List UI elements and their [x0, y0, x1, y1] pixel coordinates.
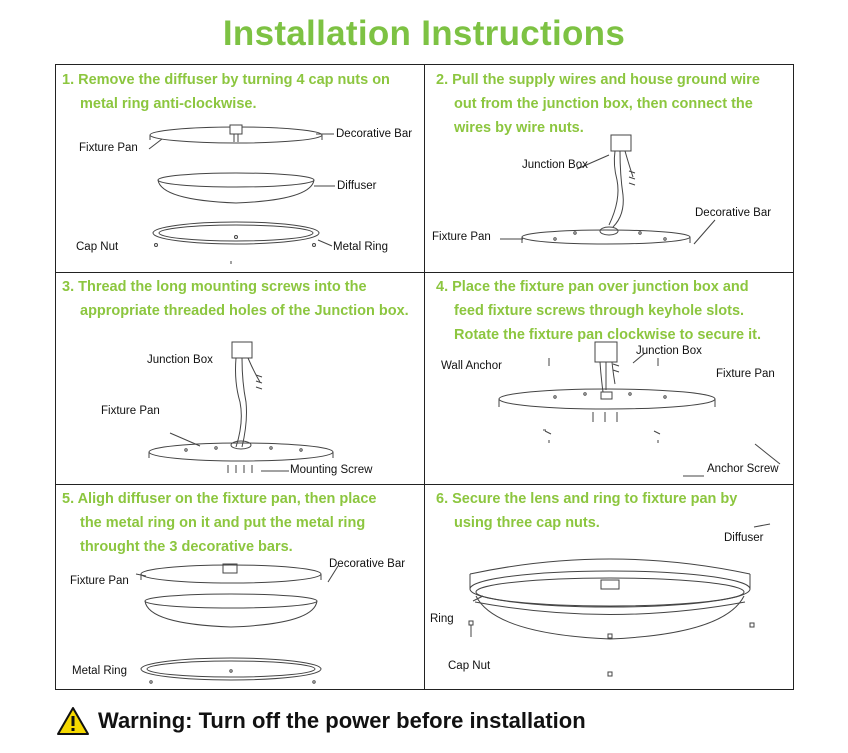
step-4-line-3: Rotate the fixture pan clockwise to secu…	[454, 327, 761, 343]
label-fixture-pan: Fixture Pan	[101, 405, 160, 417]
step-5-line-2: the metal ring on it and put the metal r…	[80, 515, 366, 531]
step-6-diagram	[468, 523, 771, 677]
label-junction-box: Junction Box	[636, 345, 702, 357]
label-fixture-pan: Fixture Pan	[432, 231, 491, 243]
label-junction-box: Junction Box	[147, 354, 213, 366]
label-cap-nut: Cap Nut	[76, 241, 119, 253]
label-cap-nut: Cap Nut	[448, 660, 491, 672]
grid-divider-row-2	[56, 484, 793, 485]
step-5-diagram	[135, 563, 339, 684]
step-4-diagram	[498, 341, 781, 477]
label-fixture-pan: Fixture Pan	[716, 368, 775, 380]
page-title: Installation Instructions	[222, 14, 626, 53]
step-2-diagram	[500, 134, 716, 245]
step-3-line-2: appropriate threaded holes of the Juncti…	[80, 303, 409, 319]
label-mounting-screw: Mounting Screw	[290, 464, 373, 476]
label-ring: Ring	[430, 613, 454, 625]
step-3-text: 3. Thread the long mounting screws into …	[62, 275, 409, 323]
step-6-line-2: using three cap nuts.	[454, 515, 600, 531]
step-6-line-1: 6. Secure the lens and ring to fixture p…	[436, 491, 738, 507]
step-2-line-3: wires by wire nuts.	[454, 120, 584, 136]
label-junction-box: Junction Box	[522, 159, 588, 171]
label-metal-ring: Metal Ring	[72, 665, 127, 677]
label-decorative-bar: Decorative Bar	[336, 128, 413, 140]
step-1-text: 1. Remove the diffuser by turning 4 cap …	[62, 68, 390, 116]
step-5-line-3: throught the 3 decorative bars.	[80, 539, 293, 555]
step-4-line-2: feed fixture screws through keyhole slot…	[454, 303, 745, 319]
warning-banner: Warning: Turn off the power before insta…	[56, 703, 586, 739]
label-diffuser: Diffuser	[337, 180, 377, 192]
grid-divider-vertical	[424, 65, 425, 689]
warning-triangle-icon	[57, 707, 89, 735]
label-diffuser: Diffuser	[724, 532, 764, 544]
label-decorative-bar: Decorative Bar	[695, 207, 772, 219]
step-3-line-1: 3. Thread the long mounting screws into …	[62, 279, 367, 295]
step-4-line-1: 4. Place the fixture pan over junction b…	[436, 279, 749, 295]
label-anchor-screw: Anchor Screw	[707, 463, 779, 475]
step-2-line-1: 2. Pull the supply wires and house groun…	[436, 72, 760, 88]
step-5-line-1: 5. Aligh diffuser on the fixture pan, th…	[62, 491, 377, 507]
label-metal-ring: Metal Ring	[333, 241, 388, 253]
grid-divider-row-1	[56, 272, 793, 273]
label-fixture-pan: Fixture Pan	[79, 142, 138, 154]
label-decorative-bar: Decorative Bar	[329, 558, 406, 570]
label-wall-anchor: Wall Anchor	[441, 360, 502, 372]
step-1-diagram	[148, 124, 335, 264]
step-2-text: 2. Pull the supply wires and house groun…	[436, 68, 760, 140]
label-fixture-pan: Fixture Pan	[70, 575, 129, 587]
step-1-line-2: metal ring anti-clockwise.	[80, 96, 257, 112]
step-4-text: 4. Place the fixture pan over junction b…	[436, 275, 761, 347]
warning-text: Warning: Turn off the power before insta…	[98, 708, 586, 733]
step-2-line-2: out from the junction box, then connect …	[454, 96, 753, 112]
step-3-diagram	[148, 341, 334, 473]
step-1-line-1: 1. Remove the diffuser by turning 4 cap …	[62, 72, 390, 88]
step-5-text: 5. Aligh diffuser on the fixture pan, th…	[62, 487, 376, 559]
instruction-grid: 1. Remove the diffuser by turning 4 cap …	[55, 64, 794, 690]
step-6-text: 6. Secure the lens and ring to fixture p…	[436, 487, 737, 535]
